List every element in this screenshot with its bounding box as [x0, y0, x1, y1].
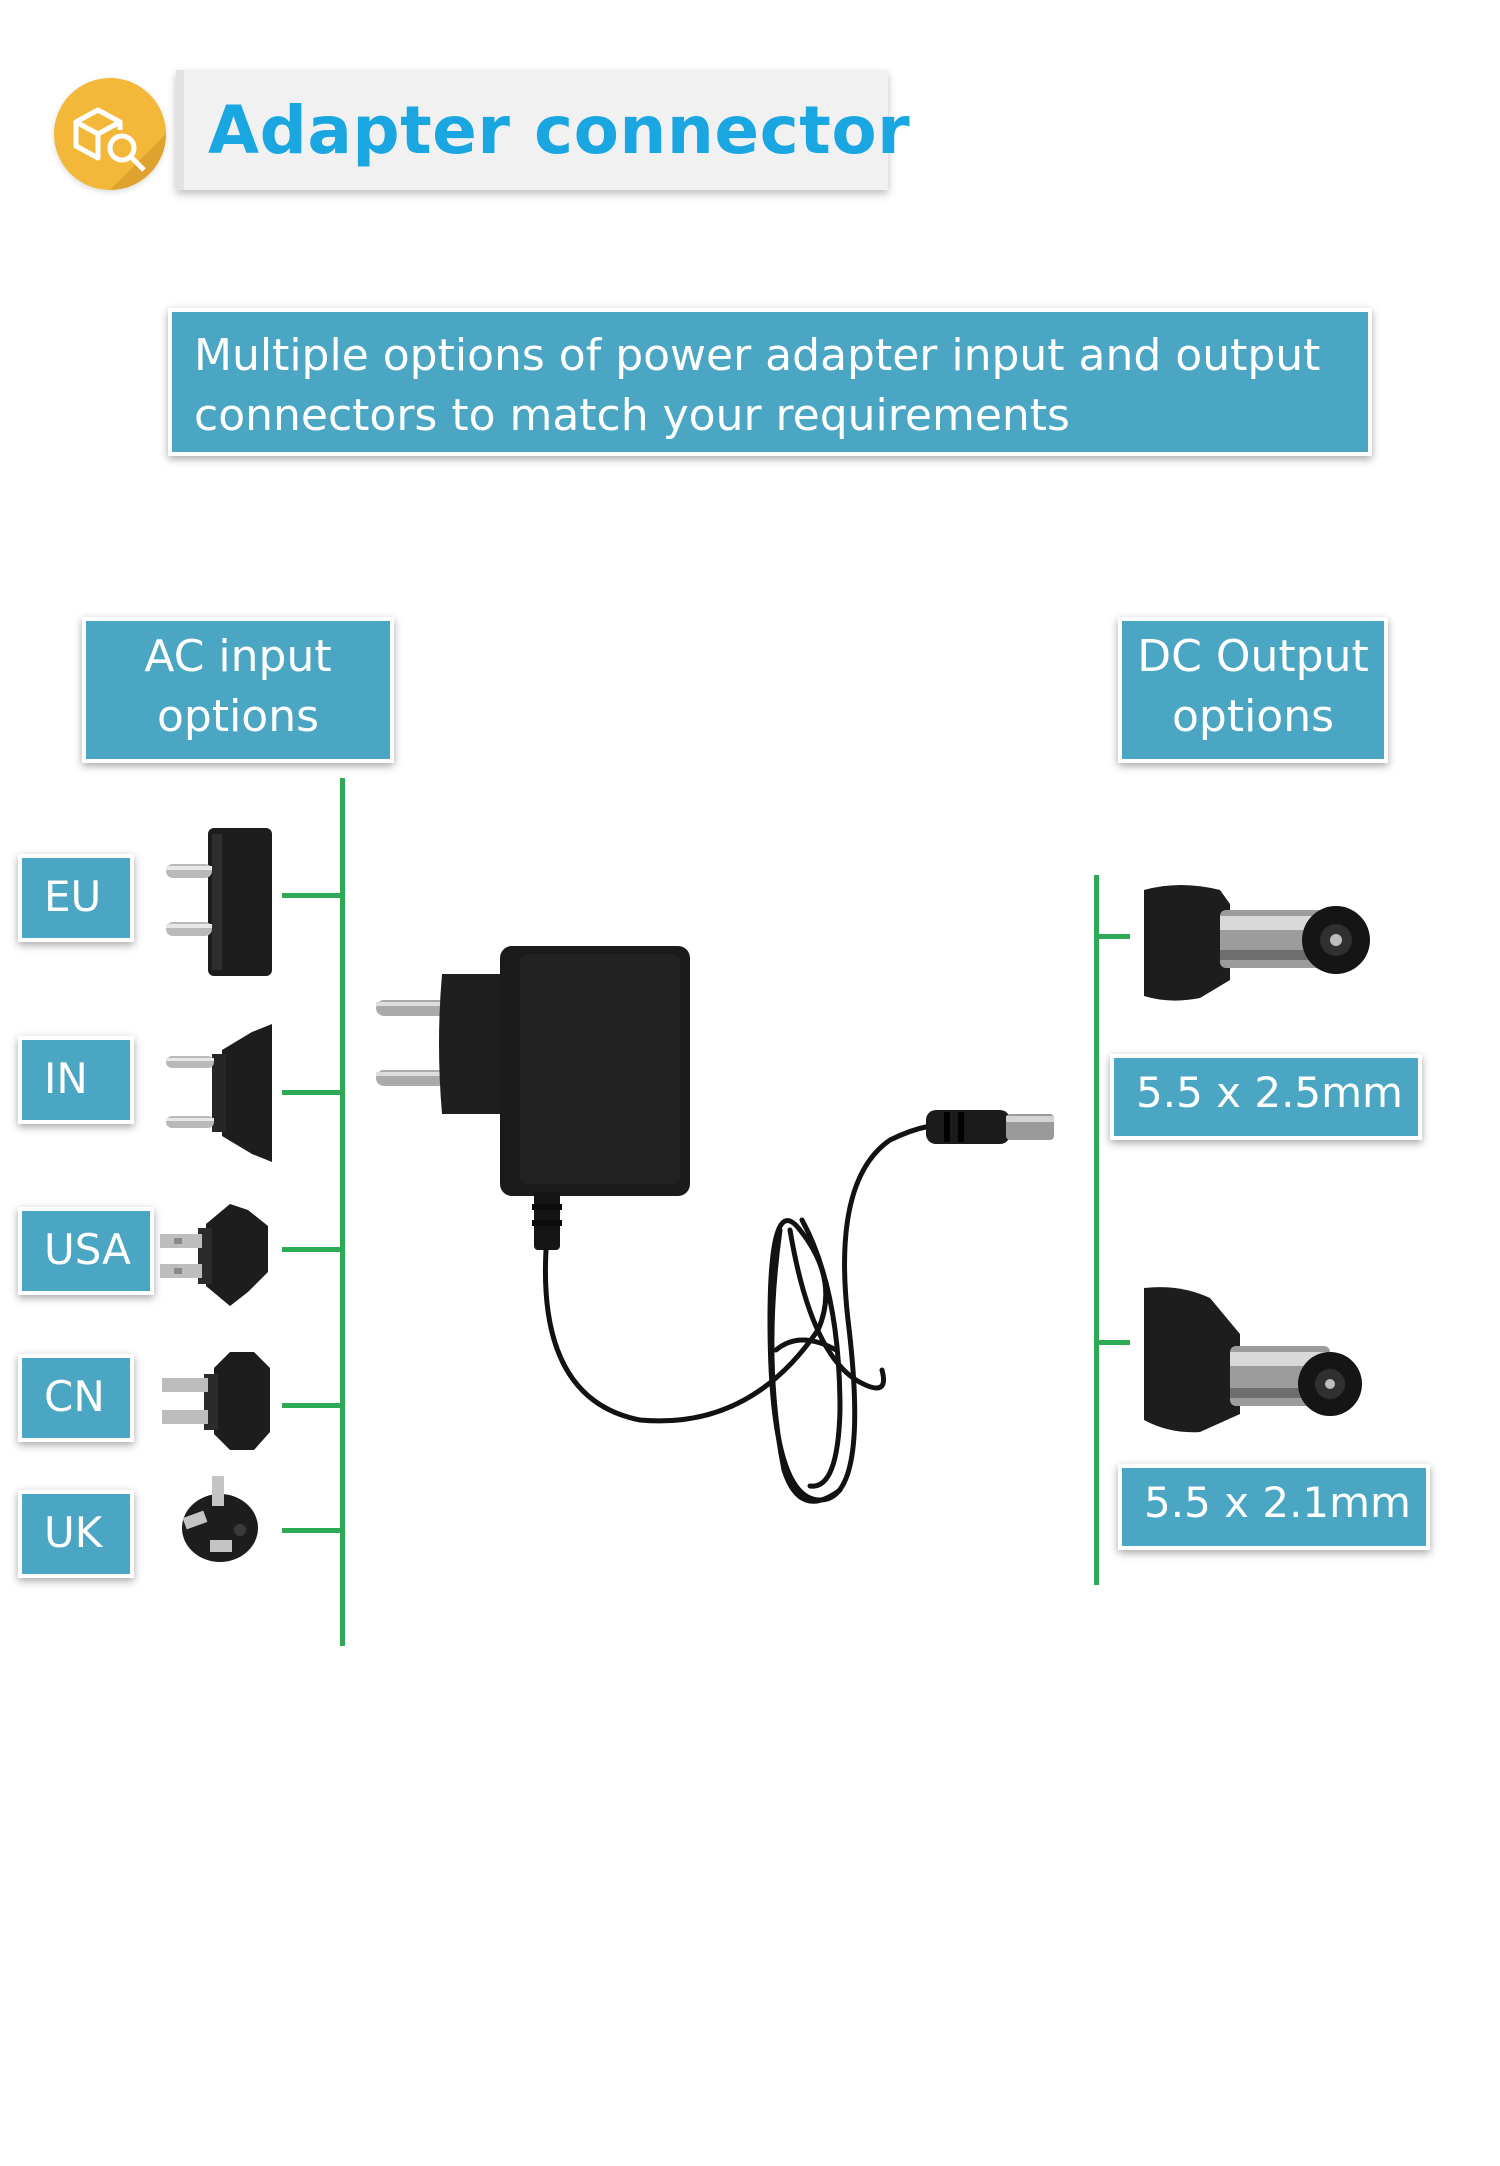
ac-bracket-line — [340, 778, 345, 1646]
title-banner: Adapter connector — [176, 70, 910, 190]
dc-branch-bottom — [1096, 1340, 1130, 1345]
logo-badge — [54, 78, 166, 190]
ac-input-heading-text: AC input options — [144, 631, 332, 742]
dc-connector-image-1 — [1144, 885, 1370, 1001]
plug-label-cn: CN — [18, 1354, 134, 1442]
dc-label-5-5x2-5: 5.5 x 2.5mm — [1110, 1054, 1422, 1140]
power-adapter-image — [376, 946, 1054, 1504]
ac-branch-uk — [282, 1528, 342, 1533]
ac-branch-eu — [282, 893, 342, 898]
ac-branch-usa — [282, 1247, 342, 1252]
dc-label-5-5x2-1: 5.5 x 2.1mm — [1118, 1464, 1430, 1550]
intro-banner: Multiple options of power adapter input … — [168, 308, 1372, 456]
plug-label-usa: USA — [18, 1207, 154, 1295]
uk-plug-icon — [182, 1476, 258, 1562]
plug-label-in: IN — [18, 1036, 134, 1124]
dc-branch-top — [1096, 934, 1130, 939]
cn-plug-icon — [162, 1352, 270, 1450]
ac-input-heading: AC input options — [82, 617, 394, 763]
dc-output-heading-text: DC Output options — [1137, 631, 1369, 742]
page-title: Adapter connector — [208, 92, 911, 169]
ac-branch-in — [282, 1090, 342, 1095]
dc-bracket-line — [1094, 875, 1099, 1585]
eu-plug-icon — [166, 828, 272, 976]
dc-connector-image-2 — [1144, 1287, 1362, 1433]
plug-label-eu: EU — [18, 854, 134, 942]
dc-output-heading: DC Output options — [1118, 617, 1388, 763]
ac-branch-cn — [282, 1403, 342, 1408]
in-plug-icon — [166, 1024, 272, 1162]
plug-label-uk: UK — [18, 1490, 134, 1578]
box-search-icon — [73, 107, 166, 190]
usa-plug-icon — [160, 1204, 268, 1306]
